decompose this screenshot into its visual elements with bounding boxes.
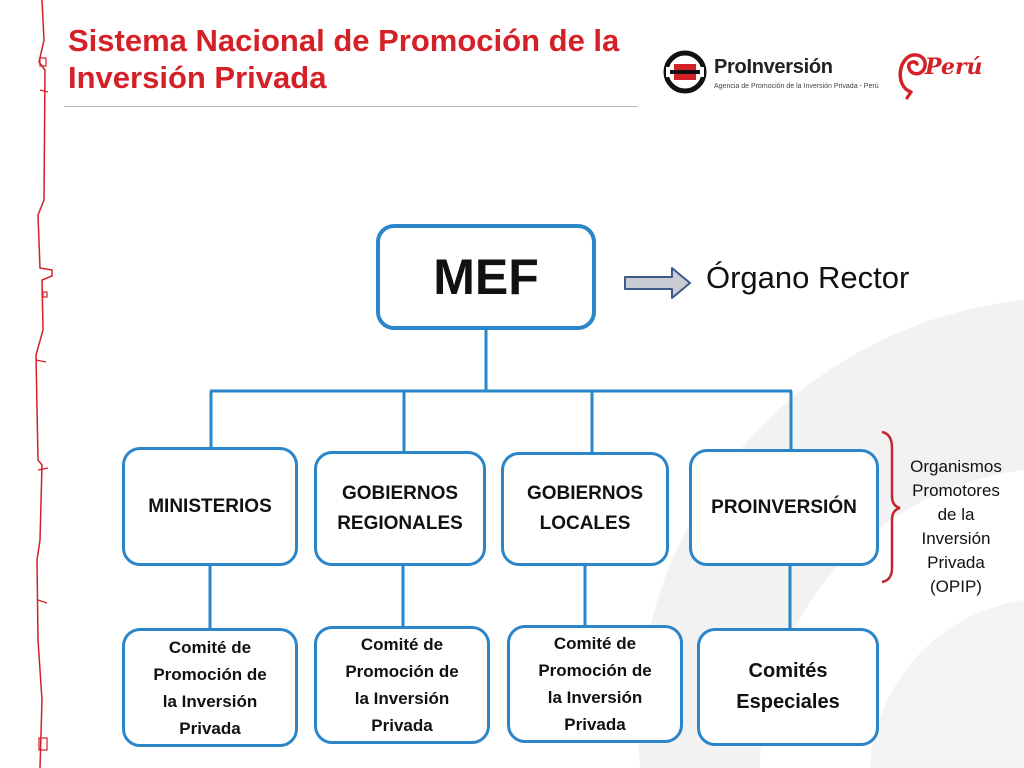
opip-note-line4: Inversión (921, 529, 991, 548)
opip-note: Organismos Promotores de la Inversión Pr… (895, 455, 1017, 599)
mef-label: MEF (433, 249, 539, 305)
peru-spiral-icon (898, 53, 927, 100)
proinversion-label: PROINVERSIÓN (711, 496, 857, 518)
proinversion-box: PROINVERSIÓN (689, 449, 879, 566)
comite-ministerios-line3: la Inversión (162, 691, 258, 711)
peru-brand-logo: Perú (895, 48, 990, 100)
comite-locales-line1: Comité de (553, 634, 637, 653)
comites-especiales-line1: Comités (748, 660, 828, 682)
comite-ministerios-line2: Promoción de (153, 664, 267, 684)
comite-ministerios-line1: Comité de (168, 637, 252, 657)
organo-rector-label: Órgano Rector (706, 260, 910, 295)
comite-locales-line2: Promoción de (538, 661, 652, 680)
comites-especiales-box: Comités Especiales (697, 628, 879, 746)
slide-title: Sistema Nacional de Promoción de la Inve… (68, 23, 620, 95)
comite-regionales-line4: Privada (371, 716, 433, 735)
opip-note-line1: Organismos (910, 457, 1002, 476)
comite-locales-box: Comité de Promoción de la Inversión Priv… (507, 625, 683, 743)
comite-regionales-line1: Comité de (360, 635, 444, 654)
comite-regionales-box: Comité de Promoción de la Inversión Priv… (314, 626, 490, 744)
proinversion-logo: ProInversión Agencia de Promoción de la … (662, 48, 879, 98)
proinversion-emblem-icon (663, 50, 707, 94)
comite-regionales-line3: la Inversión (354, 689, 450, 708)
opip-note-line5: Privada (927, 553, 985, 572)
comite-locales-line4: Privada (564, 715, 626, 734)
ministerios-label: MINISTERIOS (148, 495, 272, 517)
comite-ministerios-box: Comité de Promoción de la Inversión Priv… (122, 628, 298, 747)
title-underline (64, 106, 638, 107)
ministerios-box: MINISTERIOS (122, 447, 298, 566)
gobiernos-locales-label-line2: LOCALES (539, 513, 631, 534)
organo-rector-arrow-icon (624, 267, 691, 299)
comites-especiales-line2: Especiales (736, 691, 840, 713)
comite-regionales-line2: Promoción de (345, 662, 459, 681)
opip-brace-icon (881, 430, 901, 584)
proinversion-tagline: Agencia de Promoción de la Inversión Pri… (714, 83, 879, 90)
gobiernos-locales-label-line1: GOBIERNOS (526, 483, 644, 504)
gobiernos-regionales-label-line1: GOBIERNOS (341, 482, 459, 504)
proinversion-wordmark: ProInversión (714, 56, 833, 78)
opip-note-line3: de la (937, 505, 975, 524)
gobiernos-regionales-label-line2: REGIONALES (337, 512, 463, 534)
opip-note-line2: Promotores (912, 481, 1000, 500)
comite-locales-line3: la Inversión (547, 688, 643, 707)
comite-ministerios-line4: Privada (179, 718, 241, 738)
gobiernos-regionales-box: GOBIERNOS REGIONALES (314, 451, 486, 566)
mef-box: MEF (376, 224, 596, 330)
left-decorative-border (35, 0, 53, 768)
peru-wordmark: Perú (925, 54, 983, 80)
gobiernos-locales-box: GOBIERNOS LOCALES (501, 452, 669, 566)
opip-note-line6: (OPIP) (930, 577, 982, 596)
